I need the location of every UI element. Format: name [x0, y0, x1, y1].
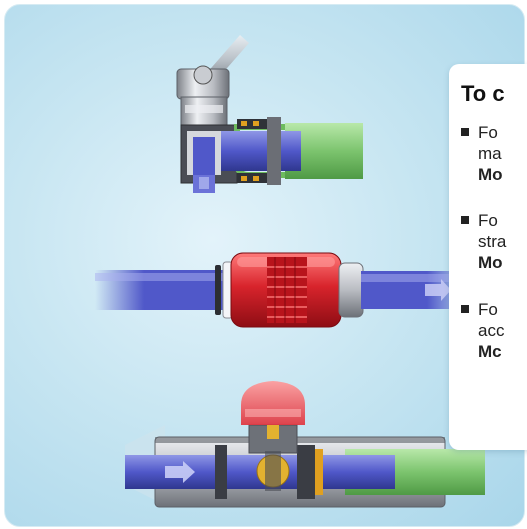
illustration-panel [4, 4, 525, 527]
info-card: To c Fo ma Mo Fo stra Mo Fo acc Mc [449, 64, 527, 450]
bullet-square-icon [461, 305, 469, 313]
bullet-square-icon [461, 216, 469, 224]
list-item: Fo ma Mo [461, 122, 503, 185]
elbow-fitting [177, 35, 363, 193]
knurl-pattern [267, 257, 307, 323]
list-item: Fo acc Mc [461, 299, 504, 362]
fittings-illustration [5, 5, 525, 527]
card-title: To c [461, 81, 505, 107]
straight-coupling [95, 253, 471, 327]
list-item: Fo stra Mo [461, 210, 506, 273]
bullet-square-icon [461, 128, 469, 136]
valve-fitting [125, 381, 485, 507]
